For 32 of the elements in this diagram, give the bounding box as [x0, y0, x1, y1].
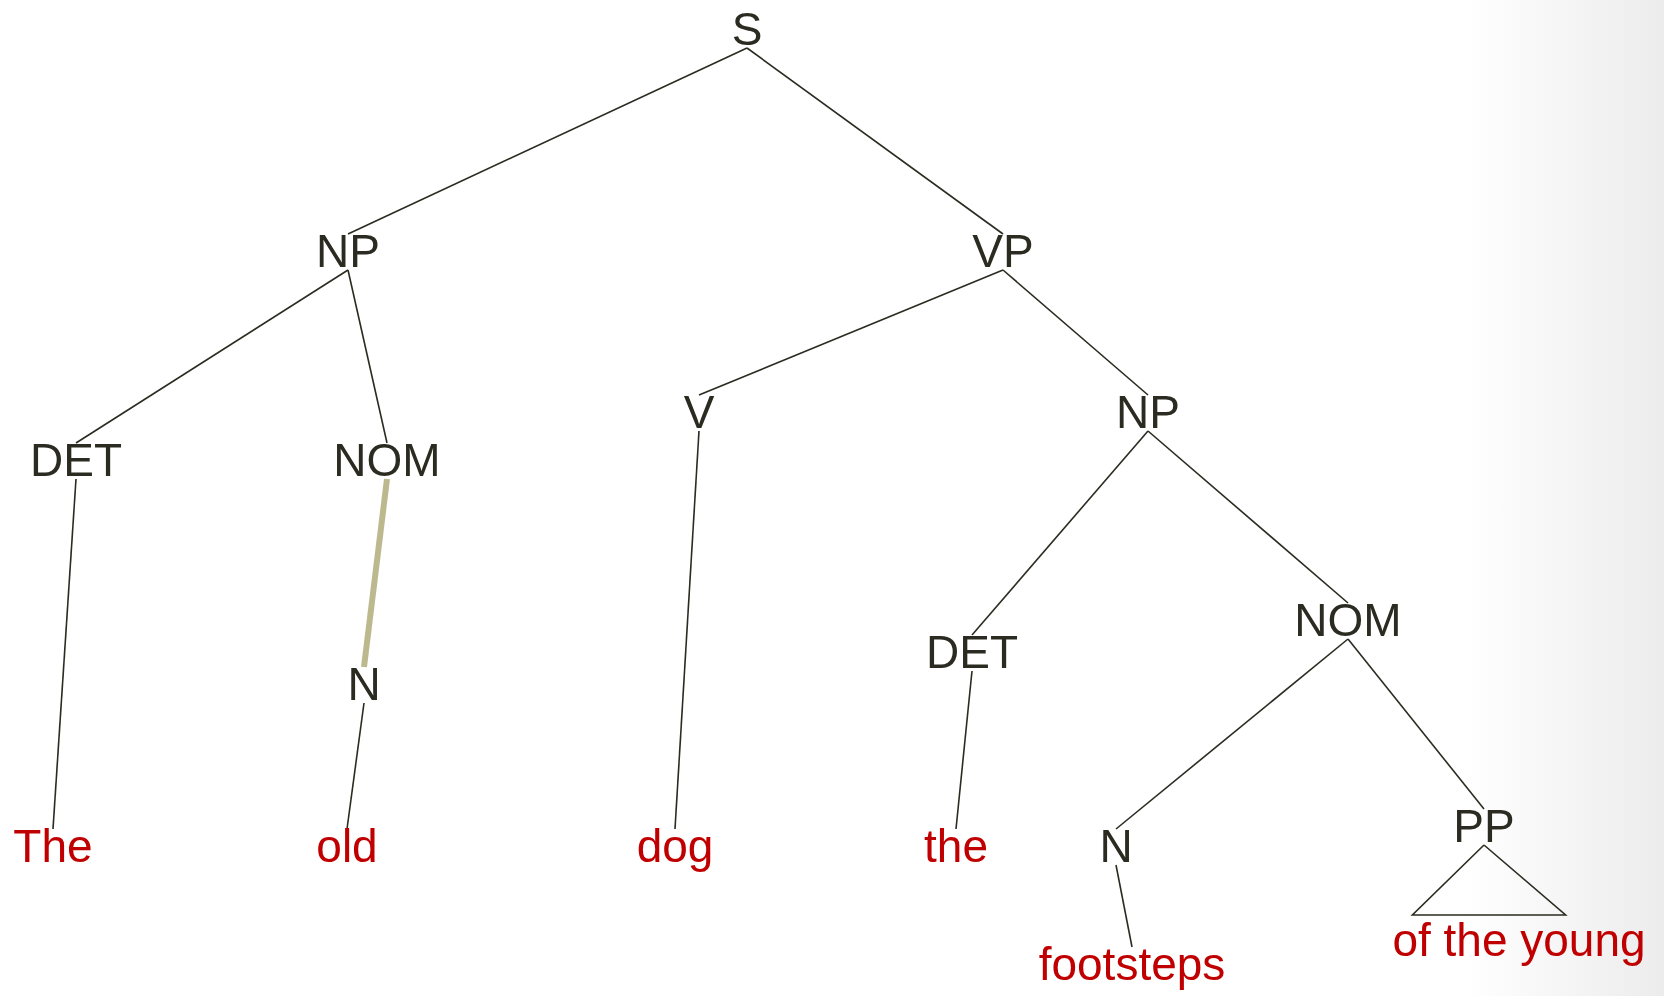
tree-branch: [698, 269, 1004, 396]
tree-branch: [746, 47, 1004, 235]
tree-branch: [1002, 269, 1149, 396]
category-label: V: [683, 389, 715, 435]
tree-branch: [52, 478, 77, 830]
category-label: PP: [1453, 803, 1515, 849]
tree-branch: [971, 430, 1149, 636]
category-label: NP: [316, 228, 380, 274]
category-label: DET: [30, 437, 122, 483]
word-label: old: [316, 823, 378, 869]
category-label: N: [1099, 823, 1133, 869]
category-label: NP: [1116, 389, 1180, 435]
tree-branch: [347, 269, 388, 444]
word-label: The: [13, 823, 93, 869]
category-label: S: [731, 6, 763, 52]
tree-branch: [1147, 430, 1349, 604]
tree-branch: [75, 269, 349, 444]
tree-branch: [674, 430, 700, 830]
roof-triangle: [1410, 844, 1567, 916]
category-label: NOM: [333, 437, 441, 483]
tree-branch: [1347, 638, 1485, 810]
tree-branch: [347, 47, 748, 235]
tree-branch: [1115, 638, 1349, 830]
tree-branch: [1115, 864, 1133, 948]
category-label: DET: [926, 629, 1018, 675]
category-label: VP: [972, 228, 1034, 274]
word-label: the: [924, 823, 988, 869]
tree-branch: [955, 670, 973, 830]
tree-branch: [346, 702, 365, 830]
tree-branch: [361, 478, 390, 668]
category-label: N: [347, 661, 381, 707]
category-label: NOM: [1294, 597, 1402, 643]
